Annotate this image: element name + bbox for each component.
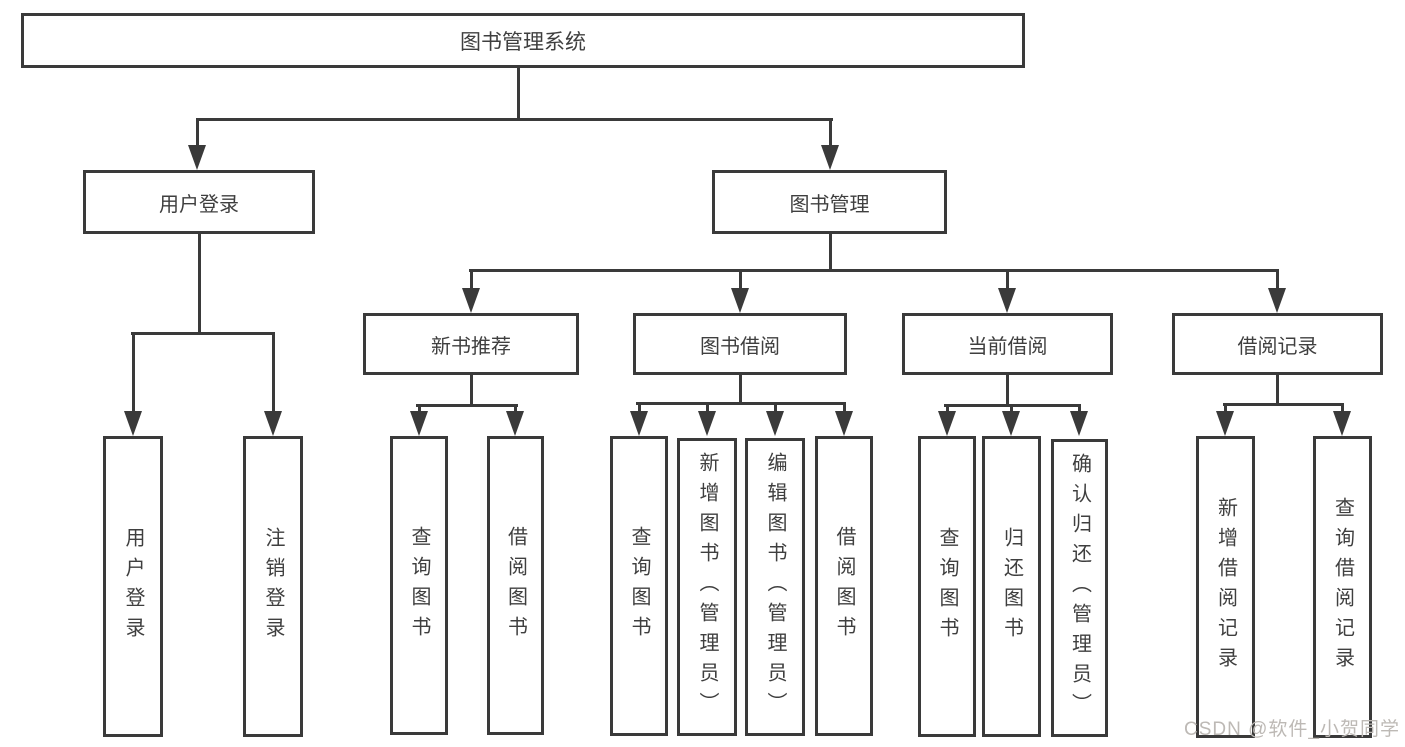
leaf-user-login: 用户登录: [103, 436, 163, 737]
node-label: 查询图书: [936, 526, 958, 647]
connector-drop-recommend: [470, 269, 473, 289]
arrowhead-borrowing: [731, 288, 749, 313]
node-label: 归还图书: [1000, 526, 1023, 647]
node-label: 新书推荐: [431, 335, 511, 358]
connector-root-stem: [517, 66, 520, 120]
arrowhead-c1: [630, 411, 648, 436]
connector-drop-c3: [774, 402, 777, 413]
node-label: 新增借阅记录: [1214, 497, 1237, 677]
connector-recommend-branch: [416, 404, 518, 407]
arrowhead-e1: [1216, 411, 1234, 436]
connector-root-branch: [196, 118, 833, 121]
arrowhead-d3: [1070, 411, 1088, 436]
node-label: 用户登录: [159, 193, 239, 216]
arrowhead-e2: [1333, 411, 1351, 436]
connector-drop-e2: [1341, 403, 1344, 413]
connector-drop-borrowing: [739, 269, 742, 289]
node-label: 查询图书: [408, 525, 430, 646]
connector-drop-c2: [706, 402, 709, 413]
node-current-borrowing: 当前借阅: [902, 313, 1113, 375]
node-label: 借阅记录: [1237, 335, 1318, 358]
connector-drop-d3: [1078, 404, 1081, 413]
connector-drop-b2: [514, 404, 517, 413]
node-label: 图书借阅: [700, 335, 780, 358]
arrowhead-c4: [835, 411, 853, 436]
connector-drop-d2: [1010, 404, 1013, 413]
connector-borrowing-stem: [739, 375, 742, 404]
leaf-query-books-current: 查询图书: [918, 436, 976, 737]
arrowhead-user-login: [188, 145, 206, 170]
arrowhead-book-mgmt: [821, 145, 839, 170]
node-label: 借阅图书: [504, 525, 527, 646]
node-label: 图书管理: [789, 193, 870, 216]
leaf-query-borrow-record: 查询借阅记录: [1313, 436, 1372, 738]
connector-drop-book-mgmt: [829, 118, 832, 146]
leaf-logout: 注销登录: [243, 436, 303, 737]
node-label: 查询借阅记录: [1331, 497, 1354, 677]
leaf-borrow-books: 借阅图书: [815, 436, 873, 736]
arrowhead-b2: [506, 411, 524, 436]
connector-userlogin-stem: [198, 234, 201, 334]
leaf-return-books: 归还图书: [982, 436, 1041, 737]
node-label: 图书管理系统: [460, 30, 586, 54]
connector-drop-leaf-logout: [272, 332, 275, 412]
connector-drop-b1: [418, 404, 421, 413]
connector-bookmgmt-branch: [469, 269, 1279, 272]
connector-recommend-stem: [470, 375, 473, 406]
arrowhead-d2: [1002, 411, 1020, 436]
arrowhead-b1: [410, 411, 428, 436]
node-book-borrowing: 图书借阅: [633, 313, 847, 375]
leaf-add-borrow-record: 新增借阅记录: [1196, 436, 1255, 738]
connector-borrowing-branch: [636, 402, 846, 405]
arrowhead-leaf-logout: [264, 411, 282, 436]
node-label: 编辑图书（管理员）: [764, 452, 786, 722]
node-label: 当前借阅: [967, 335, 1048, 358]
node-label: 用户登录: [122, 526, 144, 647]
arrowhead-records: [1268, 288, 1286, 313]
leaf-borrow-books-recommend: 借阅图书: [487, 436, 544, 735]
csdn-watermark: CSDN @软件_小贺同学: [1184, 719, 1400, 740]
leaf-edit-books-admin: 编辑图书（管理员）: [745, 438, 805, 736]
connector-drop-leaf-login: [132, 332, 135, 412]
connector-drop-d1: [946, 404, 949, 413]
arrowhead-c3: [766, 411, 784, 436]
node-user-login-module: 用户登录: [83, 170, 315, 234]
connector-drop-c4: [843, 402, 846, 413]
connector-drop-e1: [1224, 403, 1227, 413]
node-label: 注销登录: [262, 526, 284, 647]
node-new-book-recommendation: 新书推荐: [363, 313, 579, 375]
arrowhead-d1: [938, 411, 956, 436]
arrowhead-current: [998, 288, 1016, 313]
connector-current-stem: [1006, 375, 1009, 406]
leaf-query-books-recommend: 查询图书: [390, 436, 448, 735]
node-library-management-system: 图书管理系统: [21, 13, 1025, 68]
leaf-query-books-borrow: 查询图书: [610, 436, 668, 736]
connector-records-branch: [1223, 403, 1344, 406]
node-borrowing-records: 借阅记录: [1172, 313, 1383, 375]
connector-records-stem: [1276, 375, 1279, 405]
leaf-add-books-admin: 新增图书（管理员）: [677, 438, 737, 736]
arrowhead-c2: [698, 411, 716, 436]
connector-drop-user-login: [196, 118, 199, 146]
connector-drop-records: [1276, 269, 1279, 289]
arrowhead-recommend: [462, 288, 480, 313]
node-label: 查询图书: [628, 526, 650, 646]
connector-drop-current: [1006, 269, 1009, 289]
connector-drop-c1: [638, 402, 641, 413]
node-book-management-module: 图书管理: [712, 170, 947, 234]
connector-userlogin-branch: [131, 332, 275, 335]
connector-bookmgmt-stem: [829, 234, 832, 272]
node-label: 确认归还（管理员）: [1068, 453, 1091, 723]
arrowhead-leaf-login: [124, 411, 142, 436]
leaf-confirm-return-admin: 确认归还（管理员）: [1051, 439, 1108, 737]
node-label: 借阅图书: [833, 526, 855, 646]
node-label: 新增图书（管理员）: [696, 452, 718, 722]
